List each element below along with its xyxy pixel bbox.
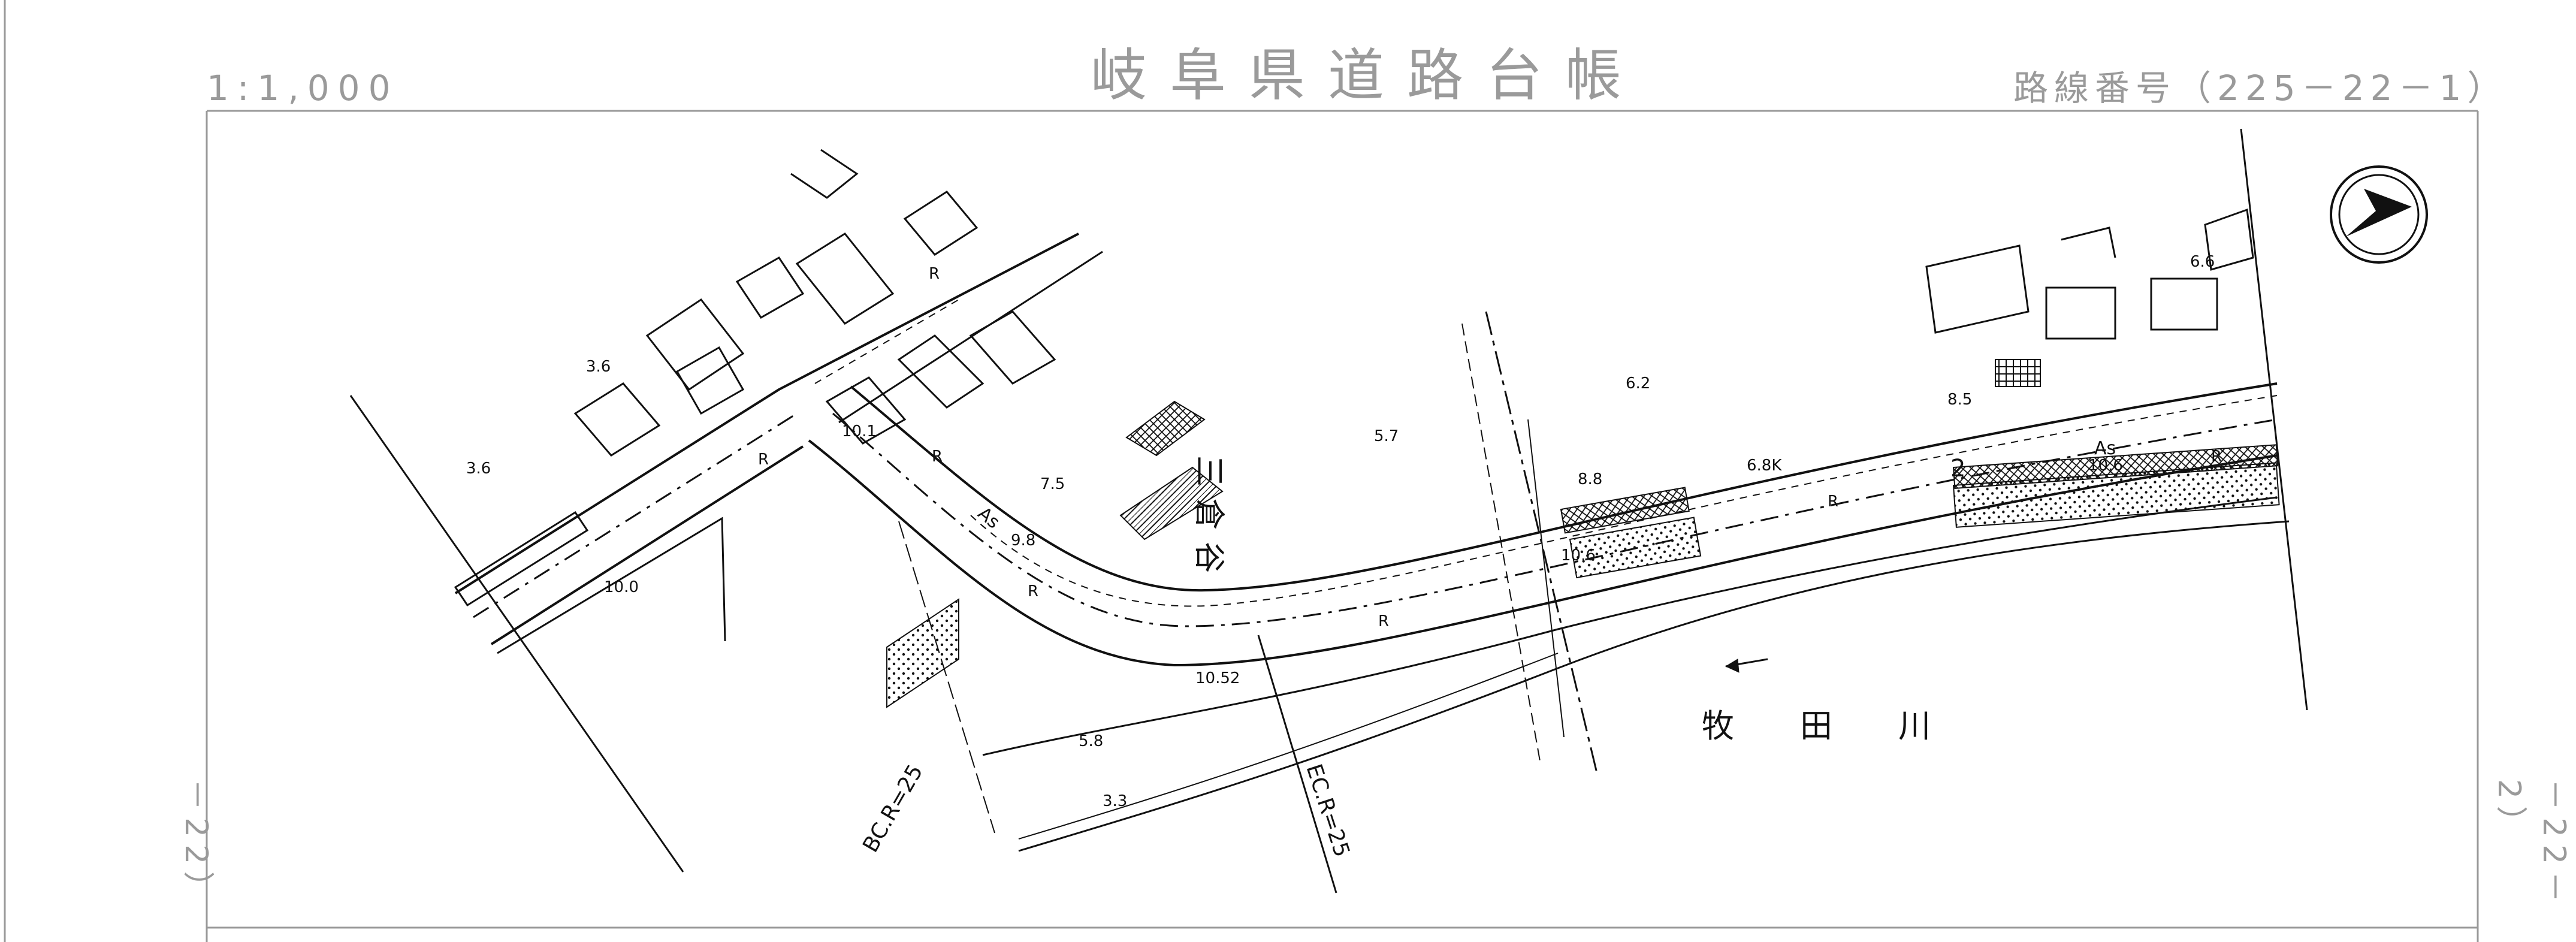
elevation-label: 8.5 [1947,391,1972,409]
map-labels: 3.6 3.6 10.1 7.5 9.8 10.0 5.7 6.2 8.5 8.… [466,253,2222,860]
curve-label-bc: BC.R=25 [858,760,928,856]
road-mark: R [932,448,943,466]
elevation-label: 10.6 [2088,457,2123,475]
river-banks [982,496,2290,852]
river-name-label: 牧田川 [1702,707,1997,745]
sheet-boundary-left [349,395,684,872]
road-mark: R [1378,612,1389,630]
route-number: 路線番号（225－22－1） [2013,68,2508,108]
hatched-wall [1119,466,1224,541]
right-sheet-ref: －22－2） [2491,779,2572,910]
revetment-area [1560,487,1690,534]
sandbar-area [1569,517,1702,579]
elevation-label: 10.0 [604,578,639,596]
elevation-label: 3.3 [1103,792,1127,810]
scale-label: 1:1,000 [207,68,399,108]
branch-road [454,233,1103,654]
elevation-label: 10.6 [1561,547,1596,564]
road-name-label: 三倉谷 [1191,455,1227,585]
elevation-label: 3.6 [466,460,491,478]
elevation-label: 6.2 [1626,375,1650,393]
road-mark: R [929,265,940,283]
road-mark: R [1028,582,1038,600]
road-mark: R [1828,493,1838,511]
elevation-label: 5.8 [1079,732,1103,750]
cross-wall [1125,400,1206,457]
elevation-label: 9.8 [1011,532,1035,550]
elevation-label: 10.1 [842,422,877,440]
elevation-label: 10.52 [1195,669,1240,687]
grid-structure [1995,359,2041,387]
elevation-label: 3.6 [586,358,611,376]
flow-arrow-icon [1725,658,1768,673]
buildings-upper-right [1925,208,2254,340]
road-mark: R [758,451,769,469]
buildings-upper-left [454,149,1056,607]
elevation-label: 6.6 [2190,253,2215,271]
elevation-label: 8.8 [1578,470,1602,488]
dotted-triangle [886,598,959,708]
road-mark: R [2211,448,2222,466]
elevation-label: 6.8K [1747,457,1782,475]
main-road [808,382,2278,667]
north-arrow-icon [2330,165,2428,264]
sheet-boundary-right [2240,128,2308,711]
distance-marker: 2 [1950,455,1965,482]
curve-label-ec: EC.R=25 [1301,761,1354,860]
hatched-bank-area [1952,444,2279,489]
elevation-label: 5.7 [1374,427,1399,445]
surface-label: As [2094,438,2116,459]
elevation-label: 7.5 [1040,475,1065,493]
section-lines [898,311,1598,893]
left-sheet-ref: －22） [178,779,214,910]
sheet-title: 岐阜県道路台帳 [1091,43,1645,108]
